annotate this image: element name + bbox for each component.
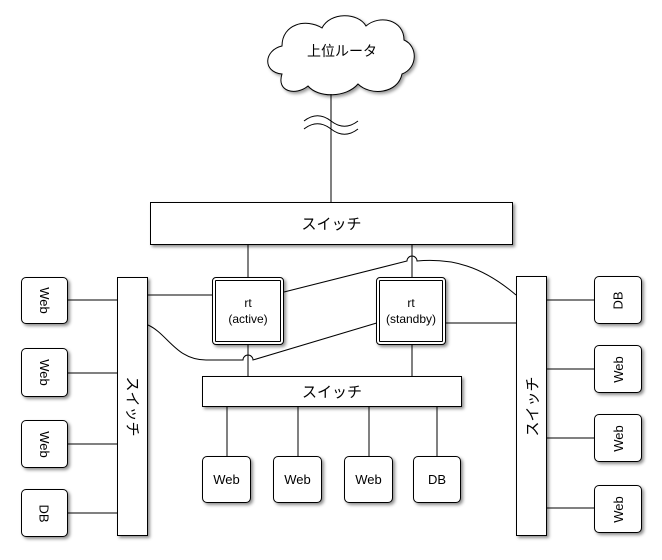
- router-active: rt (active): [212, 277, 284, 345]
- server-label: Web: [37, 287, 52, 314]
- server-label: DB: [610, 290, 626, 310]
- left-server-3: Web: [21, 420, 68, 468]
- right-server-2: Web: [594, 345, 642, 393]
- router-active-name: rt: [244, 296, 252, 310]
- bottom-server-1: Web: [202, 456, 251, 503]
- upstream-router-cloud: 上位ルータ: [307, 43, 377, 59]
- server-label: Web: [610, 355, 626, 383]
- middle-switch-label: スイッチ: [301, 384, 362, 401]
- router-active-role: (active): [228, 312, 268, 326]
- router-standby: rt (standby): [376, 277, 446, 345]
- wan-link: [303, 94, 359, 202]
- server-label: DB: [427, 472, 447, 487]
- left-server-2: Web: [21, 348, 68, 397]
- left-server-4: DB: [21, 489, 68, 537]
- right-server-3: Web: [594, 414, 642, 462]
- core-switch: スイッチ: [150, 202, 513, 245]
- left-server-1: Web: [21, 277, 68, 324]
- bottom-server-2: Web: [273, 456, 322, 503]
- server-label: DB: [37, 503, 52, 523]
- router-standby-role: (standby): [385, 312, 437, 326]
- server-label: Web: [37, 430, 52, 458]
- middle-switch: スイッチ: [202, 376, 462, 407]
- cloud-shape: [267, 15, 415, 96]
- server-label: Web: [37, 359, 52, 386]
- right-switch: スイッチ: [516, 276, 547, 536]
- server-label: Web: [355, 472, 382, 487]
- server-label: Web: [213, 472, 240, 487]
- server-label: Web: [610, 495, 626, 523]
- right-switch-label: スイッチ: [524, 375, 542, 437]
- core-switch-label: スイッチ: [301, 216, 362, 233]
- right-server-1: DB: [594, 276, 642, 324]
- server-label: Web: [284, 472, 311, 487]
- right-server-4: Web: [594, 485, 642, 533]
- router-standby-name: rt: [407, 296, 415, 310]
- left-switch: スイッチ: [117, 277, 148, 536]
- bottom-server-4: DB: [413, 456, 461, 503]
- server-label: Web: [610, 424, 626, 452]
- bottom-server-3: Web: [344, 456, 393, 503]
- left-switch-label: スイッチ: [123, 376, 141, 437]
